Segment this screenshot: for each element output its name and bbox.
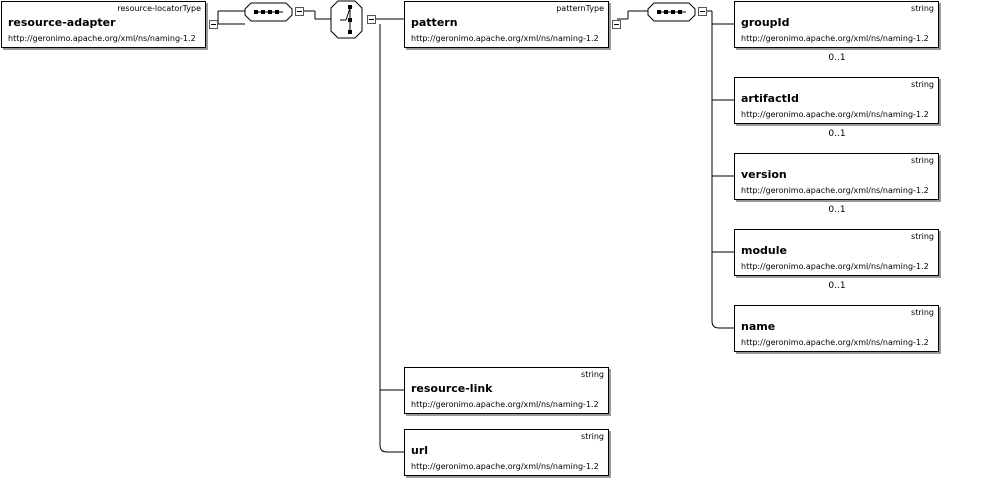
sequence-compositor xyxy=(244,2,293,22)
element-name: name xyxy=(741,320,776,333)
namespace-label: http://geronimo.apache.org/xml/ns/naming… xyxy=(741,262,929,271)
type-label: string xyxy=(581,370,604,379)
occurrence-label: 0..1 xyxy=(828,205,846,215)
element-version[interactable]: string version http://geronimo.apache.or… xyxy=(734,153,939,200)
element-name: module xyxy=(741,244,787,257)
element-pattern[interactable]: patternType pattern http://geronimo.apac… xyxy=(404,1,609,48)
occurrence-label: 0..1 xyxy=(828,281,846,291)
type-label: string xyxy=(911,156,934,165)
occurrence-label: 0..1 xyxy=(828,129,846,139)
namespace-label: http://geronimo.apache.org/xml/ns/naming… xyxy=(411,34,599,43)
element-name: resource-adapter xyxy=(8,16,116,29)
collapse-toggle-pattern[interactable] xyxy=(612,20,621,29)
type-label: resource-locatorType xyxy=(117,4,201,13)
namespace-label: http://geronimo.apache.org/xml/ns/naming… xyxy=(741,338,929,347)
occurrence-label: 0..1 xyxy=(828,53,846,63)
element-name: resource-link xyxy=(411,382,493,395)
element-url[interactable]: string url http://geronimo.apache.org/xm… xyxy=(404,429,609,476)
element-resource-adapter[interactable]: resource-locatorType resource-adapter ht… xyxy=(1,1,206,48)
element-name-field[interactable]: string name http://geronimo.apache.org/x… xyxy=(734,305,939,352)
sequence-compositor-pattern xyxy=(647,2,696,22)
collapse-toggle-choice[interactable] xyxy=(367,15,376,24)
namespace-label: http://geronimo.apache.org/xml/ns/naming… xyxy=(741,110,929,119)
element-name: pattern xyxy=(411,16,458,29)
namespace-label: http://geronimo.apache.org/xml/ns/naming… xyxy=(411,400,599,409)
element-groupId[interactable]: string groupId http://geronimo.apache.or… xyxy=(734,1,939,48)
element-name: artifactId xyxy=(741,92,799,105)
collapse-toggle-sequence-pattern[interactable] xyxy=(698,7,707,16)
element-resource-link[interactable]: string resource-link http://geronimo.apa… xyxy=(404,367,609,414)
namespace-label: http://geronimo.apache.org/xml/ns/naming… xyxy=(8,34,196,43)
namespace-label: http://geronimo.apache.org/xml/ns/naming… xyxy=(741,186,929,195)
namespace-label: http://geronimo.apache.org/xml/ns/naming… xyxy=(741,34,929,43)
namespace-label: http://geronimo.apache.org/xml/ns/naming… xyxy=(411,462,599,471)
type-label: string xyxy=(911,232,934,241)
type-label: string xyxy=(581,432,604,441)
type-label: string xyxy=(911,308,934,317)
collapse-toggle-sequence[interactable] xyxy=(295,7,304,16)
element-artifactId[interactable]: string artifactId http://geronimo.apache… xyxy=(734,77,939,124)
type-label: string xyxy=(911,4,934,13)
element-name: groupId xyxy=(741,16,790,29)
collapse-toggle-root[interactable] xyxy=(209,20,218,29)
type-label: string xyxy=(911,80,934,89)
choice-compositor xyxy=(330,0,363,39)
element-name: url xyxy=(411,444,429,457)
element-module[interactable]: string module http://geronimo.apache.org… xyxy=(734,229,939,276)
element-name: version xyxy=(741,168,787,181)
type-label: patternType xyxy=(556,4,604,13)
